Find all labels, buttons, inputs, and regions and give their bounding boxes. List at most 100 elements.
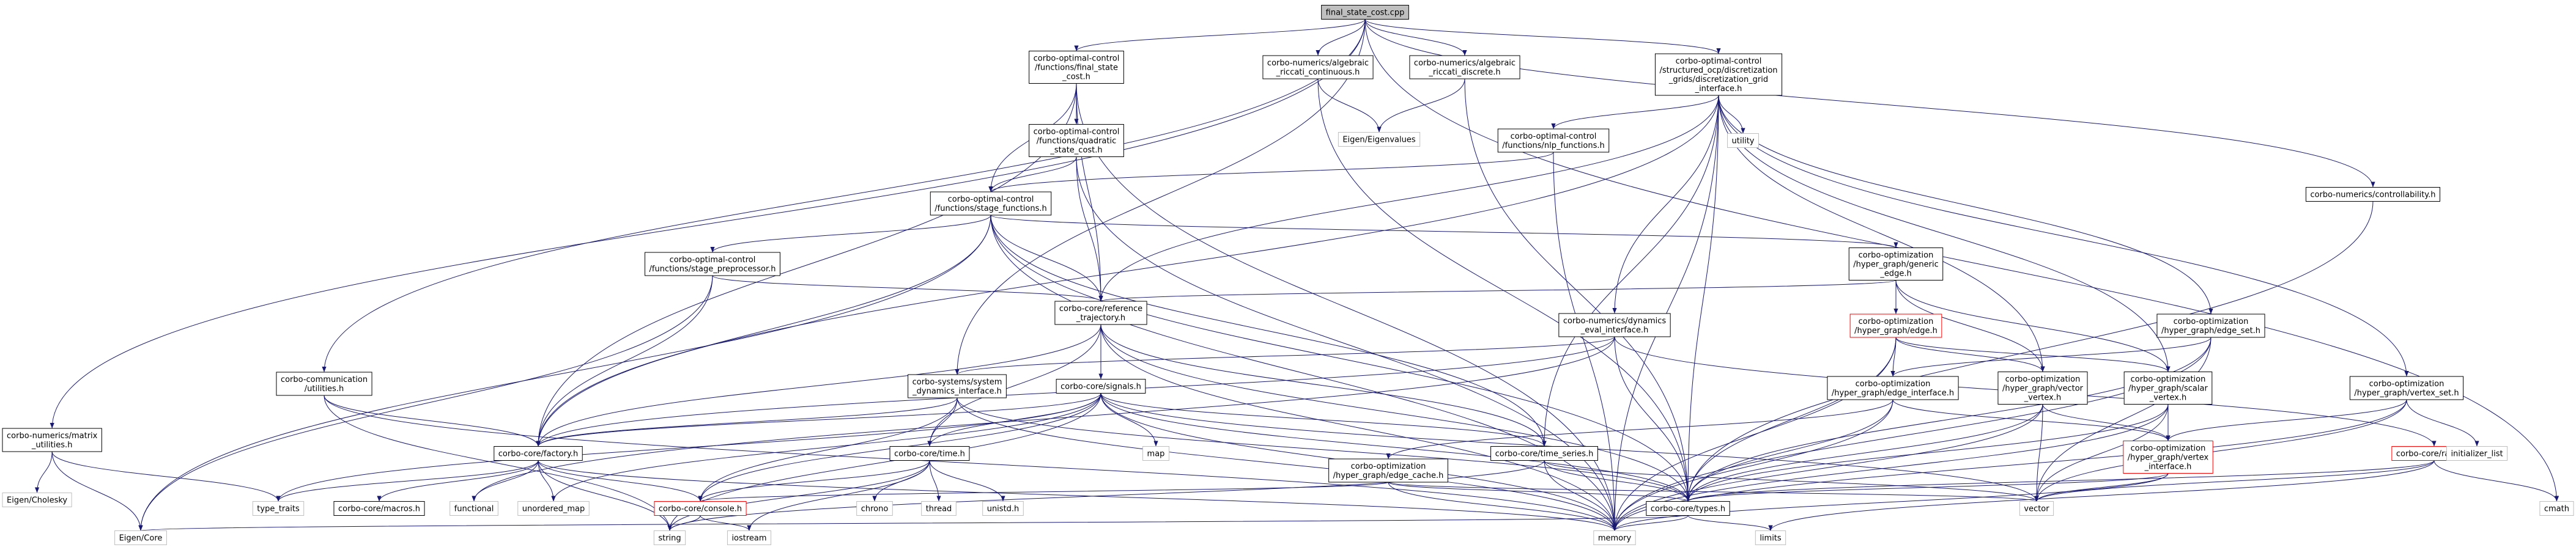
node-vertex_set[interactable]: corbo-optimization/hyper_graph/vertex_se… xyxy=(2349,376,2464,400)
edge-signals-to-map xyxy=(1100,393,1158,447)
node-disc_grid[interactable]: corbo-optimal-control/structured_ocp/dis… xyxy=(1654,53,1783,96)
node-label: /structured_ocp/discretization xyxy=(1659,66,1777,75)
node-matrix[interactable]: corbo-numerics/matrix_utilities.h xyxy=(2,428,102,452)
node-label: /utilities.h xyxy=(305,384,344,394)
node-label: functional xyxy=(454,505,494,514)
node-label: _edge.h xyxy=(1879,270,1911,279)
node-box xyxy=(2,493,72,507)
node-stage_fn[interactable]: corbo-optimal-control/functions/stage_fu… xyxy=(930,191,1052,216)
node-label: /functions/final_state xyxy=(1035,64,1118,73)
node-box xyxy=(2,428,102,452)
edge-signals-to-factory xyxy=(536,393,1101,447)
node-edge_cache[interactable]: corbo-optimization/hyper_graph/edge_cach… xyxy=(1328,458,1448,483)
node-stage_pre[interactable]: corbo-optimal-control/functions/stage_pr… xyxy=(645,252,780,276)
node-box xyxy=(2123,372,2213,405)
node-label: corbo-optimization xyxy=(1859,317,1934,326)
node-types[interactable]: corbo-core/types.h xyxy=(1646,501,1730,516)
node-edge_if[interactable]: corbo-optimization/hyper_graph/edge_inte… xyxy=(1827,376,1959,400)
edge-factory-to-functional xyxy=(472,460,539,502)
node-functional: functional xyxy=(450,501,498,516)
node-edge[interactable]: corbo-optimization/hyper_graph/edge.h xyxy=(1849,314,1942,338)
node-gen_edge[interactable]: corbo-optimization/hyper_graph/generic_e… xyxy=(1848,248,1944,280)
edge-factory-to-console xyxy=(538,460,703,502)
node-label: corbo-systems/system xyxy=(912,378,1002,387)
node-fsc_h[interactable]: corbo-optimal-control/functions/final_st… xyxy=(1029,51,1124,84)
edge-gen_edge-to-vec_vertex xyxy=(1895,280,2045,372)
edge-vec_vertex-to-vector xyxy=(2034,404,2043,502)
node-unistd: unistd.h xyxy=(982,501,1024,516)
edge-types-to-memory xyxy=(1612,515,1689,531)
edge-gen_edge-to-ref_traj xyxy=(1099,280,1897,302)
node-time[interactable]: corbo-core/time.h xyxy=(889,446,970,461)
node-label: /hyper_graph/vertex_set.h xyxy=(2354,389,2459,398)
edge-quad-to-ref_traj xyxy=(1076,156,1103,302)
node-signals[interactable]: corbo-core/signals.h xyxy=(1056,379,1146,394)
edge-vertex_if-to-types xyxy=(1686,473,2169,502)
node-label: corbo-core/reference xyxy=(1059,304,1142,314)
edge-edge-to-scal_vertex xyxy=(1895,337,2171,372)
node-box xyxy=(982,501,1024,516)
edge-edge_cache-to-console xyxy=(698,482,1389,502)
edge-vertex_set-to-vertex_if xyxy=(2166,399,2407,441)
edge-fsc_h-to-ref_traj xyxy=(1076,83,1103,302)
edge-disc_grid-to-utility xyxy=(1718,95,1745,134)
node-label: Eigen/Eigenvalues xyxy=(1342,136,1416,145)
edge-vertex_set-to-init_list xyxy=(2406,399,2479,447)
node-comm[interactable]: corbo-communication/utilities.h xyxy=(276,372,372,396)
edge-root-to-ric_d xyxy=(1364,19,1467,56)
node-box xyxy=(2019,501,2054,516)
edge-time_series-to-string xyxy=(667,460,1545,531)
node-vec_vertex[interactable]: corbo-optimization/hyper_graph/vector_ve… xyxy=(1997,372,2088,405)
node-ric_d[interactable]: corbo-numerics/algebraic_riccati_discret… xyxy=(1409,55,1520,79)
node-type_traits: type_traits xyxy=(252,501,305,516)
node-box xyxy=(1029,124,1124,157)
node-label: corbo-optimization xyxy=(2005,375,2081,384)
node-box xyxy=(889,446,970,461)
edge-dyn_eval-to-sys_dyn xyxy=(955,336,1615,375)
node-macros[interactable]: corbo-core/macros.h xyxy=(333,501,425,516)
node-quad[interactable]: corbo-optimal-control/functions/quadrati… xyxy=(1029,124,1124,157)
node-edge_set[interactable]: corbo-optimization/hyper_graph/edge_set.… xyxy=(2156,314,2265,338)
edge-vec_vertex-to-vertex_if xyxy=(2042,404,2171,441)
node-dyn_eval[interactable]: corbo-numerics/dynamics_eval_interface.h xyxy=(1558,313,1671,337)
node-scal_vertex[interactable]: corbo-optimization/hyper_graph/scalar_ve… xyxy=(2123,372,2213,405)
edge-root-to-ctrl xyxy=(1364,19,2375,188)
node-factory[interactable]: corbo-core/factory.h xyxy=(494,446,583,461)
node-label: corbo-optimization xyxy=(2369,380,2445,389)
node-time_series[interactable]: corbo-core/time_series.h xyxy=(1490,446,1598,461)
node-ric_c[interactable]: corbo-numerics/algebraic_riccati_continu… xyxy=(1262,55,1374,79)
node-ref_traj[interactable]: corbo-core/reference_trajectory.h xyxy=(1054,301,1147,325)
edge-edge_if-to-vertex_if xyxy=(1892,399,2171,441)
node-eig_core: Eigen/Core xyxy=(114,530,167,545)
node-root[interactable]: final_state_cost.cpp xyxy=(1321,5,1409,20)
edge-stage_fn-to-ref_traj xyxy=(990,215,1103,302)
node-label: type_traits xyxy=(257,505,300,514)
edge-disc_grid-to-nlp xyxy=(1551,95,1719,130)
edge-signals-to-type_traits xyxy=(276,393,1101,502)
node-chrono: chrono xyxy=(856,501,893,516)
node-label: corbo-numerics/controllability.h xyxy=(2310,191,2435,200)
node-label: /hyper_graph/edge_interface.h xyxy=(1832,389,1954,398)
edge-range-to-types xyxy=(1686,460,2435,502)
node-label: /hyper_graph/vertex xyxy=(2128,453,2209,463)
node-label: Eigen/Core xyxy=(119,534,163,543)
node-vertex_if[interactable]: corbo-optimization/hyper_graph/vertex_in… xyxy=(2123,441,2213,474)
edge-console-to-iostream xyxy=(700,515,752,531)
node-box xyxy=(2305,187,2441,202)
node-box xyxy=(114,530,167,545)
node-label: corbo-optimization xyxy=(1351,462,1426,471)
nodes-layer: final_state_cost.cpp corbo-optimal-contro… xyxy=(2,5,2574,545)
node-box xyxy=(1848,248,1944,280)
node-nlp[interactable]: corbo-optimal-control/functions/nlp_func… xyxy=(1497,128,1610,153)
edge-fsc_h-to-memory xyxy=(1076,83,1617,531)
node-sys_dyn[interactable]: corbo-systems/system_dynamics_interface.… xyxy=(908,374,1007,398)
node-ctrl[interactable]: corbo-numerics/controllability.h xyxy=(2305,187,2441,202)
edge-stage_pre-to-ref_traj xyxy=(712,275,1103,302)
node-cmath: cmath xyxy=(2539,501,2574,516)
edge-edge_cache-to-types xyxy=(1388,482,1690,502)
edge-time_series-to-vector xyxy=(1544,460,2039,502)
edge-root-to-ric_c xyxy=(1316,19,1366,56)
node-box xyxy=(1409,55,1520,79)
node-console[interactable]: corbo-core/console.h xyxy=(654,501,747,516)
node-label: corbo-optimal-control xyxy=(1511,132,1597,141)
